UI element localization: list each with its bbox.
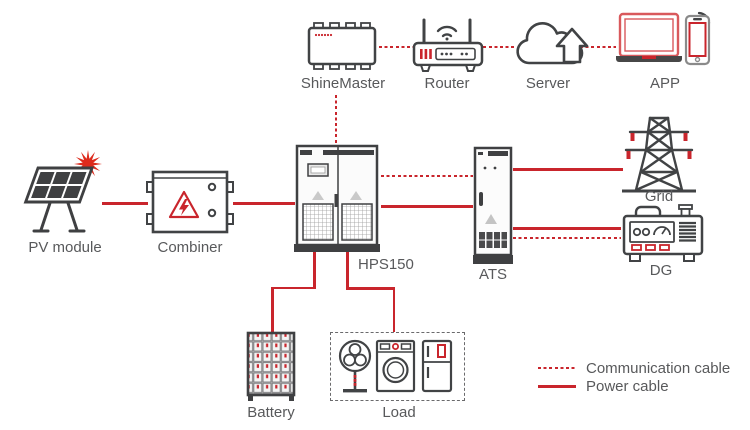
power-cable-hps-ats: [381, 205, 473, 208]
pv-module-icon: [14, 148, 106, 242]
pv-module-label: PV module: [28, 239, 102, 256]
dg-generator-icon: [622, 204, 704, 266]
ats-cabinet-icon: [472, 144, 514, 266]
warning-triangle-icon: [168, 190, 200, 219]
load-label: Load: [382, 404, 416, 421]
insulator-marks-icon: [626, 133, 692, 159]
dg-label: DG: [649, 262, 673, 279]
power-cable-pv-combiner: [102, 202, 148, 205]
combiner-icon: [146, 166, 234, 240]
power-cable-combiner-hps: [233, 202, 295, 205]
comm-cable-ats-dg: [513, 237, 621, 240]
combiner-label: Combiner: [157, 239, 223, 256]
legend-communication-label: Communication cable: [586, 360, 731, 377]
smartphone-icon: [684, 14, 711, 66]
legend-power-swatch: [538, 385, 576, 388]
fan-icon: [338, 339, 372, 393]
power-cable-hps-load-seg1: [346, 251, 349, 289]
router-label: Router: [424, 75, 470, 92]
refrigerator-icon: [421, 339, 453, 393]
power-cable-ats-dg: [513, 227, 621, 230]
comm-cable-hps-shinemaster: [335, 95, 338, 144]
shinemaster-label: ShineMaster: [300, 75, 386, 92]
sun-starburst-icon: [74, 150, 102, 178]
battery-label: Battery: [247, 404, 295, 421]
comm-cable-shinemaster-router: [379, 46, 419, 49]
server-label: Server: [525, 75, 571, 92]
led-row-icon: [314, 33, 333, 37]
power-cable-hps-battery-seg2: [271, 286, 316, 289]
power-cable-ats-grid: [513, 168, 623, 171]
hps150-inverter-icon: [294, 142, 380, 254]
comm-cable-hps-ats: [381, 175, 473, 178]
comm-cable-server-app: [580, 46, 616, 49]
load-group-box: [330, 332, 465, 401]
legend-power-label: Power cable: [586, 378, 669, 395]
hps150-label: HPS150: [358, 256, 414, 273]
power-cable-hps-load-seg2: [346, 287, 395, 290]
laptop-icon: [616, 12, 682, 62]
router-icon: [412, 12, 484, 78]
grid-tower-icon: [620, 112, 698, 196]
legend-communication-swatch: [538, 367, 576, 370]
power-cable-hps-battery-seg3: [271, 286, 274, 333]
upload-arrow-icon: [555, 27, 589, 64]
power-cable-hps-load-seg3: [392, 287, 395, 333]
app-label: APP: [649, 75, 680, 92]
app-devices-icon: [614, 4, 722, 78]
washing-machine-icon: [375, 339, 416, 393]
server-cloud-icon: [512, 16, 592, 74]
wifi-arcs-icon: [436, 25, 458, 38]
comm-cable-router-server: [472, 46, 514, 49]
power-cable-hps-battery-seg1: [313, 251, 316, 289]
ats-label: ATS: [478, 266, 508, 283]
shinemaster-icon: [306, 20, 378, 74]
grid-label: Grid: [644, 188, 674, 205]
battery-rack-icon: [244, 331, 298, 405]
